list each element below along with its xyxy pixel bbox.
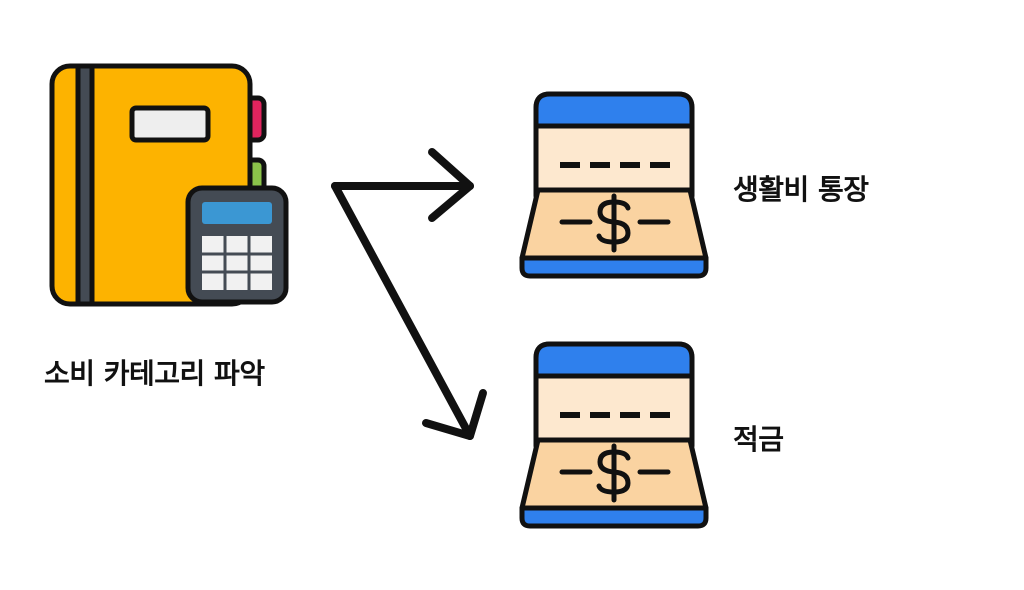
target-label-savings: 적금: [733, 423, 784, 456]
source-label: 소비 카테고리 파악: [44, 357, 265, 390]
notebook-calculator-icon: [49, 63, 289, 307]
money-tray-icon: [519, 91, 709, 279]
target-label-living-expenses: 생활비 통장: [733, 173, 869, 206]
arrow-to-top: [331, 148, 474, 222]
arrow-to-bottom: [331, 182, 487, 440]
money-tray-icon: [519, 341, 709, 529]
